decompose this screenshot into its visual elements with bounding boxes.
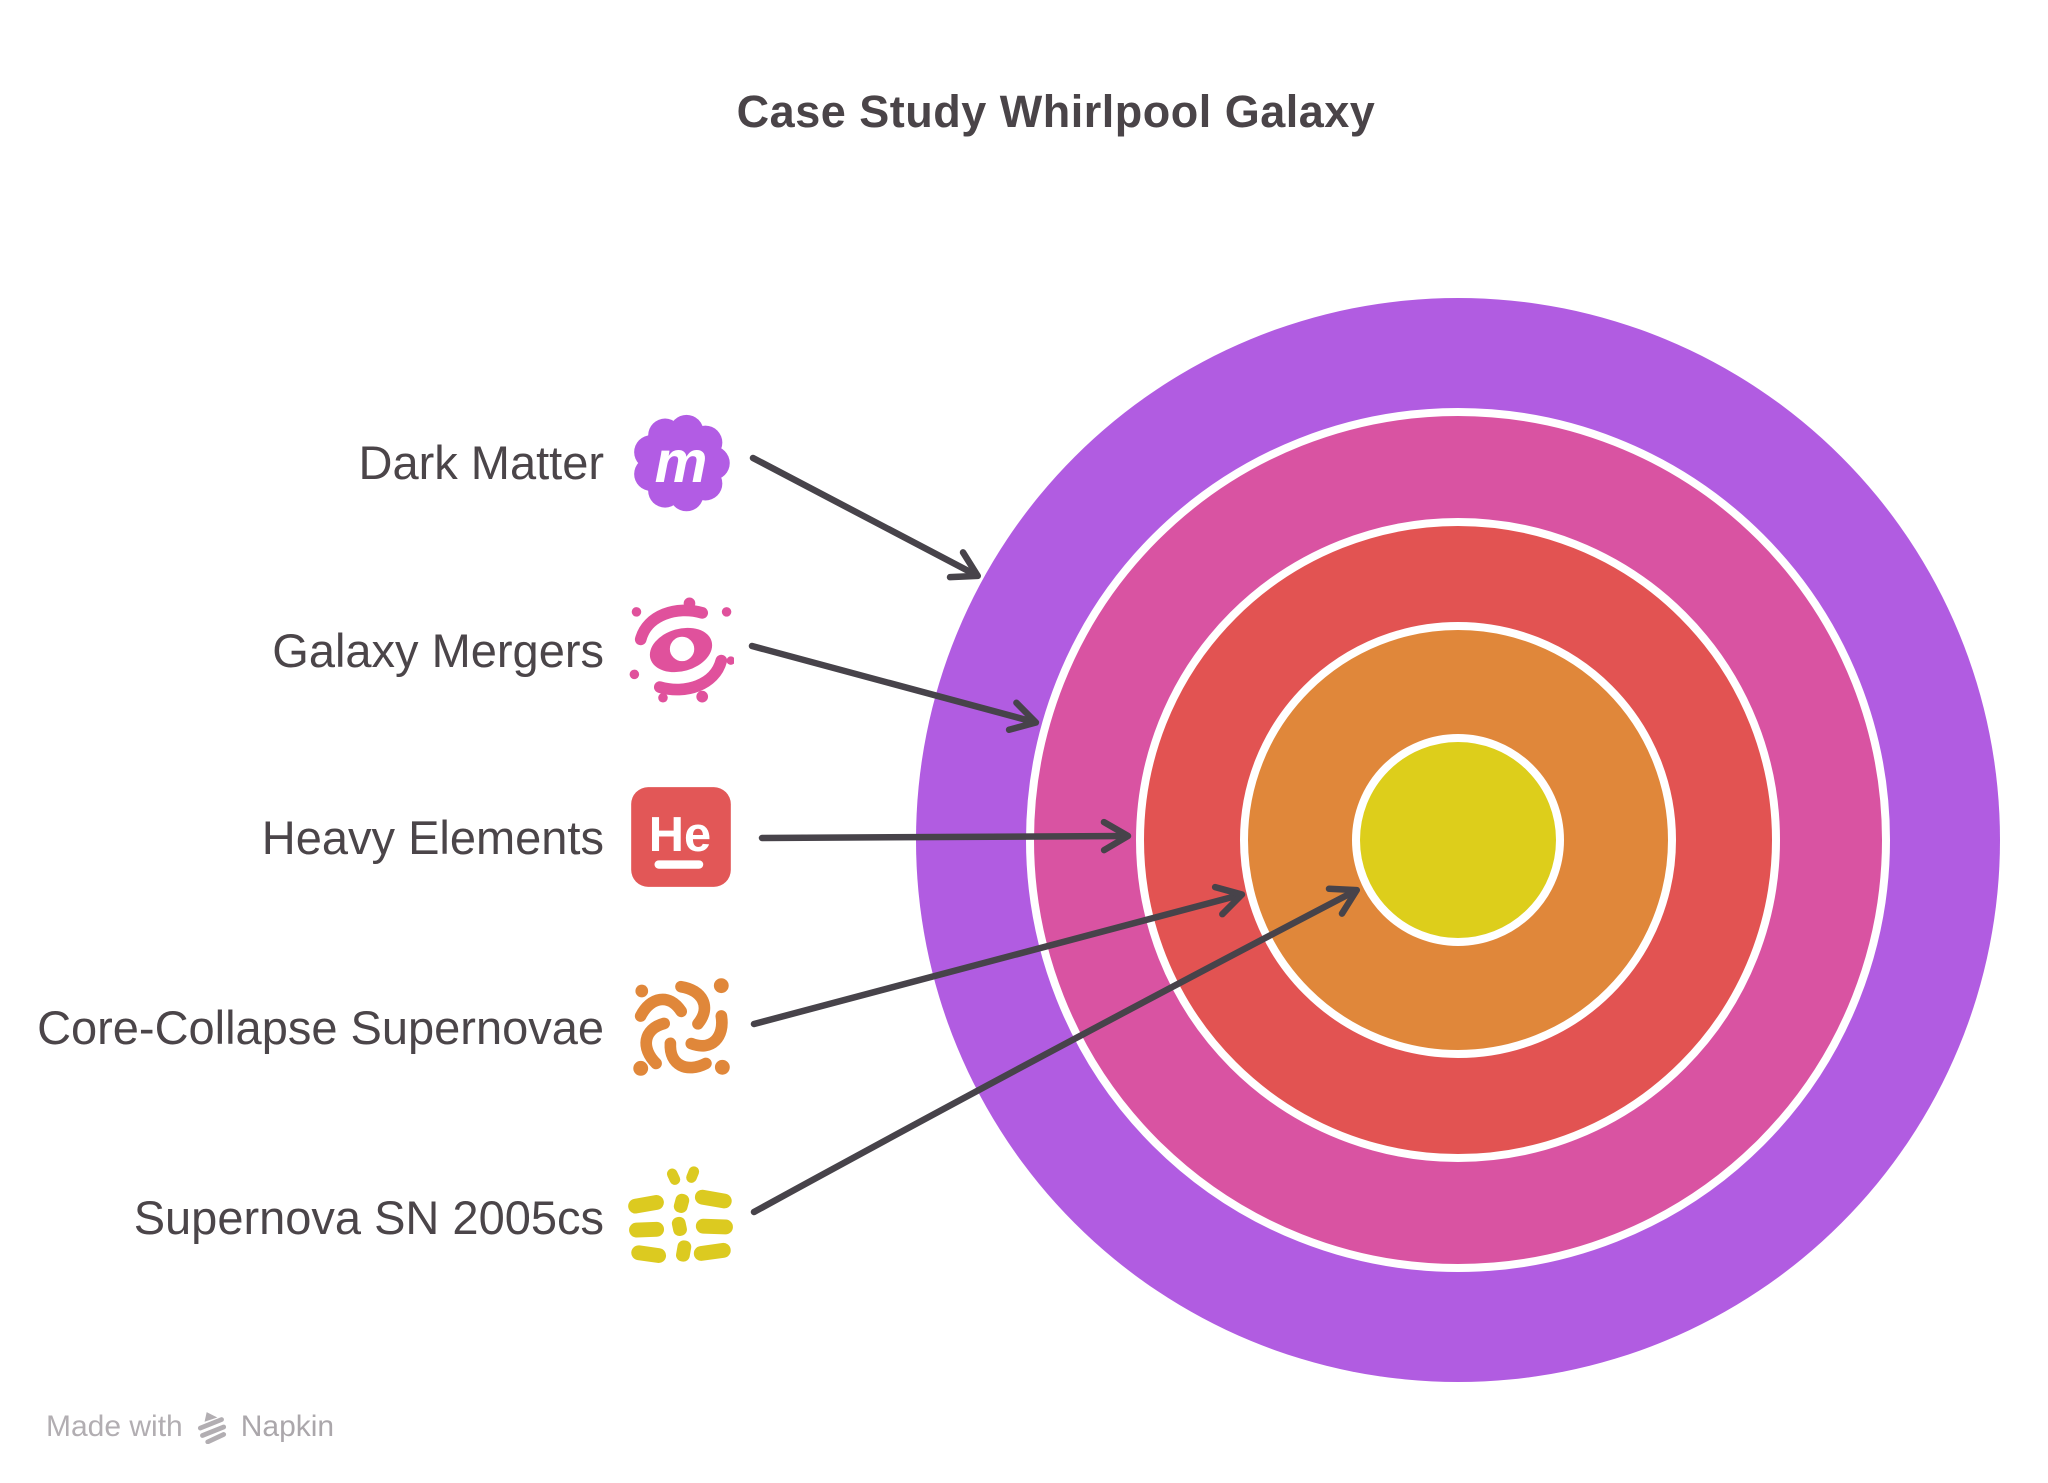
dark-matter-blob-m-icon: m bbox=[634, 414, 730, 512]
connector-arrows bbox=[748, 454, 1361, 1216]
legend-label: Supernova SN 2005cs bbox=[133, 1190, 604, 1244]
he-glyph: He bbox=[649, 808, 711, 862]
helium-symbol-icon: He bbox=[631, 787, 731, 887]
napkin-brand-text: Napkin bbox=[240, 1410, 335, 1443]
legend-label: Galaxy Mergers bbox=[272, 623, 604, 677]
arrow-supernova-sn-2005cs bbox=[750, 885, 1361, 1216]
watermark: Made with Napkin bbox=[46, 1410, 334, 1444]
napkin-logo-icon bbox=[197, 1412, 226, 1444]
swirl-pinwheel-icon bbox=[633, 978, 730, 1076]
m-glyph: m bbox=[655, 428, 708, 495]
page-title: Case Study Whirlpool Galaxy bbox=[736, 86, 1376, 137]
arrow-dark-matter bbox=[749, 454, 982, 581]
made-with-text: Made with bbox=[46, 1410, 183, 1443]
arrow-core-collapse-supernovae bbox=[750, 883, 1246, 1028]
legend-item-galaxy-mergers: Galaxy Mergers bbox=[0, 594, 734, 706]
legend-item-dark-matter: Dark Matter m bbox=[0, 406, 734, 518]
legend-label: Dark Matter bbox=[358, 435, 605, 489]
supernova-burst-icon bbox=[628, 1166, 733, 1263]
legend-item-supernova-sn-2005cs: Supernova SN 2005cs bbox=[0, 1161, 734, 1273]
spiral-galaxy-icon bbox=[629, 597, 734, 703]
arrow-galaxy-mergers bbox=[748, 642, 1040, 734]
concentric-rings bbox=[916, 298, 2000, 1382]
legend-item-heavy-elements: Heavy Elements He bbox=[0, 781, 734, 893]
legend-label: Core-Collapse Supernovae bbox=[37, 1000, 604, 1054]
ring-supernova-sn-2005cs bbox=[1352, 734, 1564, 946]
arrow-heavy-elements bbox=[758, 818, 1132, 854]
legend-item-core-collapse-supernovae: Core-Collapse Supernovae bbox=[0, 971, 734, 1083]
legend-label: Heavy Elements bbox=[261, 810, 604, 864]
